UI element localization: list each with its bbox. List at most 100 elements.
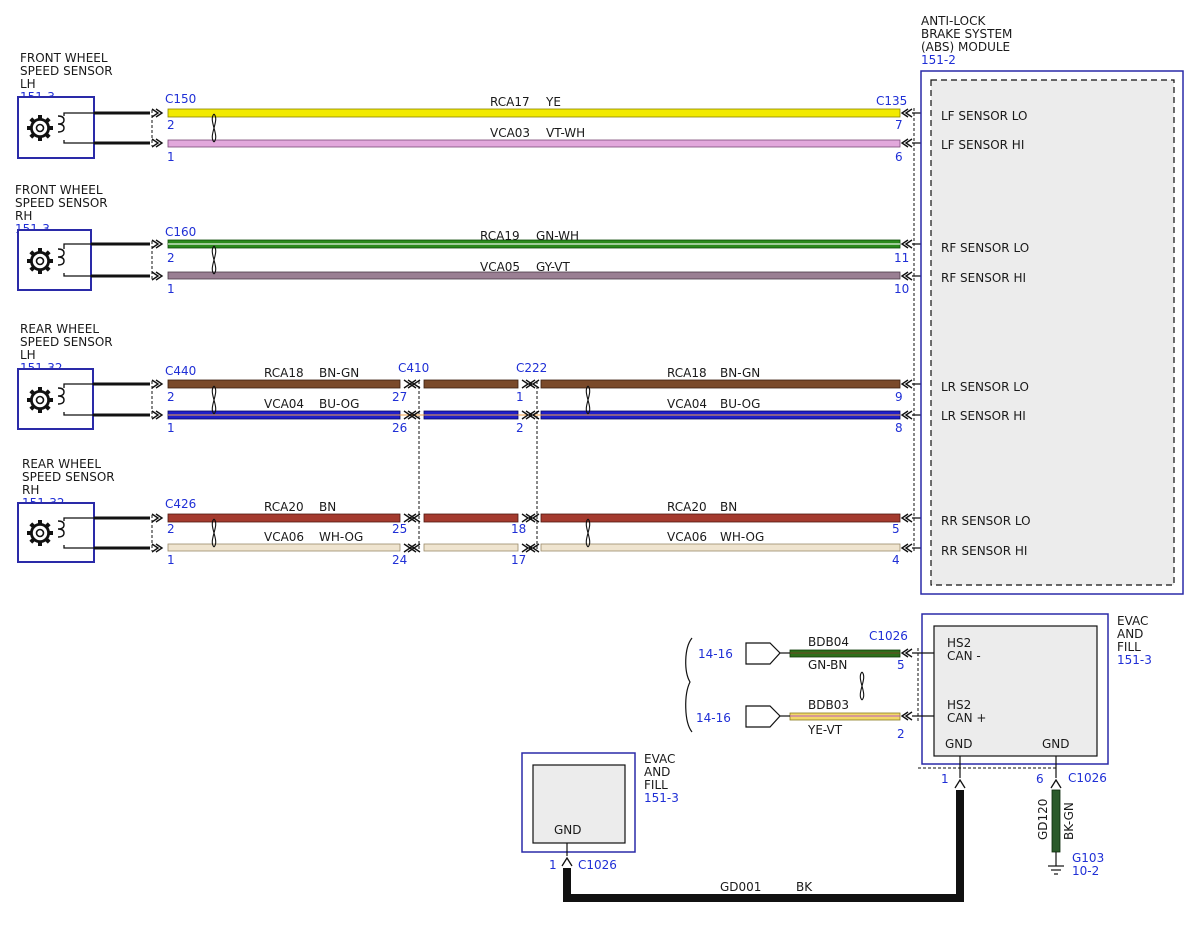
wire-gd001[interactable] bbox=[561, 756, 966, 902]
gd120-labels: GD120 BK-GN 6 C1026 G103 10-2 bbox=[1036, 771, 1107, 878]
rca20-circuit-right: RCA20 bbox=[667, 500, 707, 514]
abs-pin-rf-hi: RF SENSOR HI bbox=[941, 271, 1026, 285]
pin-number: 27 bbox=[392, 390, 407, 404]
rl-name-line1: REAR WHEEL bbox=[20, 322, 99, 336]
rear-right-sensor[interactable] bbox=[17, 502, 95, 563]
evac-ref[interactable]: 151-3 bbox=[1117, 653, 1152, 667]
pin-number: 1 bbox=[167, 282, 175, 296]
gd001-labels: GD001 BK bbox=[720, 880, 813, 894]
front-right-sensor-label: FRONT WHEEL SPEED SENSOR RH 151-3 bbox=[15, 183, 108, 236]
evac-fill-module[interactable] bbox=[921, 613, 1109, 765]
gd120-color: BK-GN bbox=[1062, 802, 1076, 840]
ground-ref[interactable]: 10-2 bbox=[1072, 864, 1099, 878]
rr-name-line3: RH bbox=[22, 483, 39, 497]
vca04-circuit-left: VCA04 bbox=[264, 397, 304, 411]
vca06-color-right: WH-OG bbox=[720, 530, 764, 544]
evac-fill-small-module[interactable] bbox=[521, 752, 636, 853]
abs-pin-rr-hi: RR SENSOR HI bbox=[941, 544, 1027, 558]
pin-number: 6 bbox=[1036, 772, 1044, 786]
rca18-circuit-left: RCA18 bbox=[264, 366, 304, 380]
abs-title-line3: (ABS) MODULE bbox=[921, 40, 1010, 54]
rca20-color-left: BN bbox=[319, 500, 336, 514]
pin-number: 1 bbox=[167, 421, 175, 435]
connector-c1026-gnd2[interactable]: C1026 bbox=[1068, 771, 1107, 785]
offpage-connector-bdb04[interactable]: 14-16 bbox=[698, 642, 781, 665]
bdb04-ref[interactable]: 14-16 bbox=[698, 647, 733, 661]
wire-vca06[interactable] bbox=[167, 543, 901, 552]
connector-c410[interactable]: C410 bbox=[398, 361, 429, 375]
abs-title-line1: ANTI-LOCK bbox=[921, 14, 986, 28]
connector-c1026-small[interactable]: C1026 bbox=[578, 858, 617, 872]
ground-g103[interactable]: G103 bbox=[1072, 851, 1104, 865]
gd120-circuit: GD120 bbox=[1036, 799, 1050, 840]
pin-number: 2 bbox=[897, 727, 905, 741]
wire-labels: RCA17 YE VCA03 VT-WH RCA19 GN-WH VCA05 G… bbox=[264, 95, 764, 544]
pin-number: 7 bbox=[895, 118, 903, 132]
pin-number: 2 bbox=[516, 421, 524, 435]
wire-gd120[interactable] bbox=[1050, 756, 1062, 866]
connector-c1026-can[interactable]: C1026 bbox=[869, 629, 908, 643]
pin-number: 11 bbox=[894, 251, 909, 265]
vca05-circuit: VCA05 bbox=[480, 260, 520, 274]
rear-left-sensor[interactable] bbox=[17, 368, 94, 430]
pin-number: 17 bbox=[511, 553, 526, 567]
abs-pin-rf-lo: RF SENSOR LO bbox=[941, 241, 1029, 255]
pin-number: 5 bbox=[897, 658, 905, 672]
fl-name-line1: FRONT WHEEL bbox=[20, 51, 108, 65]
rear-left-sensor-label: REAR WHEEL SPEED SENSOR LH 151-32 bbox=[20, 322, 113, 375]
can-twisted-pair-mark bbox=[859, 671, 865, 701]
vca05-color: GY-VT bbox=[536, 260, 570, 274]
connector-c160[interactable]: C160 bbox=[165, 225, 196, 239]
twisted-pair-marks bbox=[211, 113, 591, 548]
pin-number: 1 bbox=[167, 150, 175, 164]
rca20-circuit-left: RCA20 bbox=[264, 500, 304, 514]
front-left-sensor[interactable] bbox=[17, 96, 96, 159]
wire-vca03[interactable] bbox=[167, 139, 901, 148]
wire-rca17[interactable] bbox=[167, 108, 901, 118]
abs-pin-lf-hi: LF SENSOR HI bbox=[941, 138, 1024, 152]
hs2-can-lo-label: HS2 bbox=[947, 636, 971, 650]
connector-c135[interactable]: C135 bbox=[876, 94, 907, 108]
bdb03-ref[interactable]: 14-16 bbox=[696, 711, 731, 725]
pin-number: 2 bbox=[167, 118, 175, 132]
wire-bdb03[interactable] bbox=[780, 712, 901, 721]
gnd-label-2: GND bbox=[1042, 737, 1070, 751]
bdb04-color: GN-BN bbox=[808, 658, 847, 672]
wire-rca20[interactable] bbox=[167, 513, 901, 523]
evac-title-line2: AND bbox=[1117, 627, 1143, 641]
abs-ref[interactable]: 151-2 bbox=[921, 53, 956, 67]
front-right-sensor[interactable] bbox=[17, 229, 92, 291]
abs-pin-lr-lo: LR SENSOR LO bbox=[941, 380, 1029, 394]
wire-vca05[interactable] bbox=[167, 271, 901, 280]
wire-rca19[interactable] bbox=[167, 239, 901, 249]
wire-vca03-segment bbox=[167, 139, 901, 148]
evac-small-ref[interactable]: 151-3 bbox=[644, 791, 679, 805]
abs-pin-labels: LF SENSOR LO LF SENSOR HI RF SENSOR LO R… bbox=[941, 109, 1031, 558]
evac-fill-labels: EVAC AND FILL 151-3 HS2 CAN - HS2 CAN + … bbox=[945, 614, 1152, 751]
vca04-color-left: BU-OG bbox=[319, 397, 359, 411]
pin-number: 2 bbox=[167, 251, 175, 265]
connector-c440[interactable]: C440 bbox=[165, 364, 196, 378]
abs-module[interactable] bbox=[920, 70, 1184, 595]
fr-name-line2: SPEED SENSOR bbox=[15, 196, 108, 210]
evac-small-title-line2: AND bbox=[644, 765, 670, 779]
evac-small-title-line1: EVAC bbox=[644, 752, 675, 766]
connector-c426[interactable]: C426 bbox=[165, 497, 196, 511]
sensor-gear-icon bbox=[25, 518, 55, 548]
offpage-connector-bdb03[interactable]: 14-16 bbox=[696, 705, 781, 728]
pin-number: 10 bbox=[894, 282, 909, 296]
sensor-gear-icon bbox=[25, 113, 55, 143]
connector-c222[interactable]: C222 bbox=[516, 361, 547, 375]
vca03-color: VT-WH bbox=[546, 126, 585, 140]
evac-small-title-line3: FILL bbox=[644, 778, 668, 792]
hs2-can-hi-label: HS2 bbox=[947, 698, 971, 712]
connector-c150[interactable]: C150 bbox=[165, 92, 196, 106]
sensor-connector-arrows bbox=[151, 108, 163, 553]
wire-rca18[interactable] bbox=[167, 379, 901, 389]
pin-number: 24 bbox=[392, 553, 407, 567]
wire-bdb04[interactable] bbox=[780, 649, 901, 658]
fl-name-line3: LH bbox=[20, 77, 36, 91]
vca06-circuit-left: VCA06 bbox=[264, 530, 304, 544]
rr-name-line1: REAR WHEEL bbox=[22, 457, 101, 471]
evac-title-line1: EVAC bbox=[1117, 614, 1148, 628]
